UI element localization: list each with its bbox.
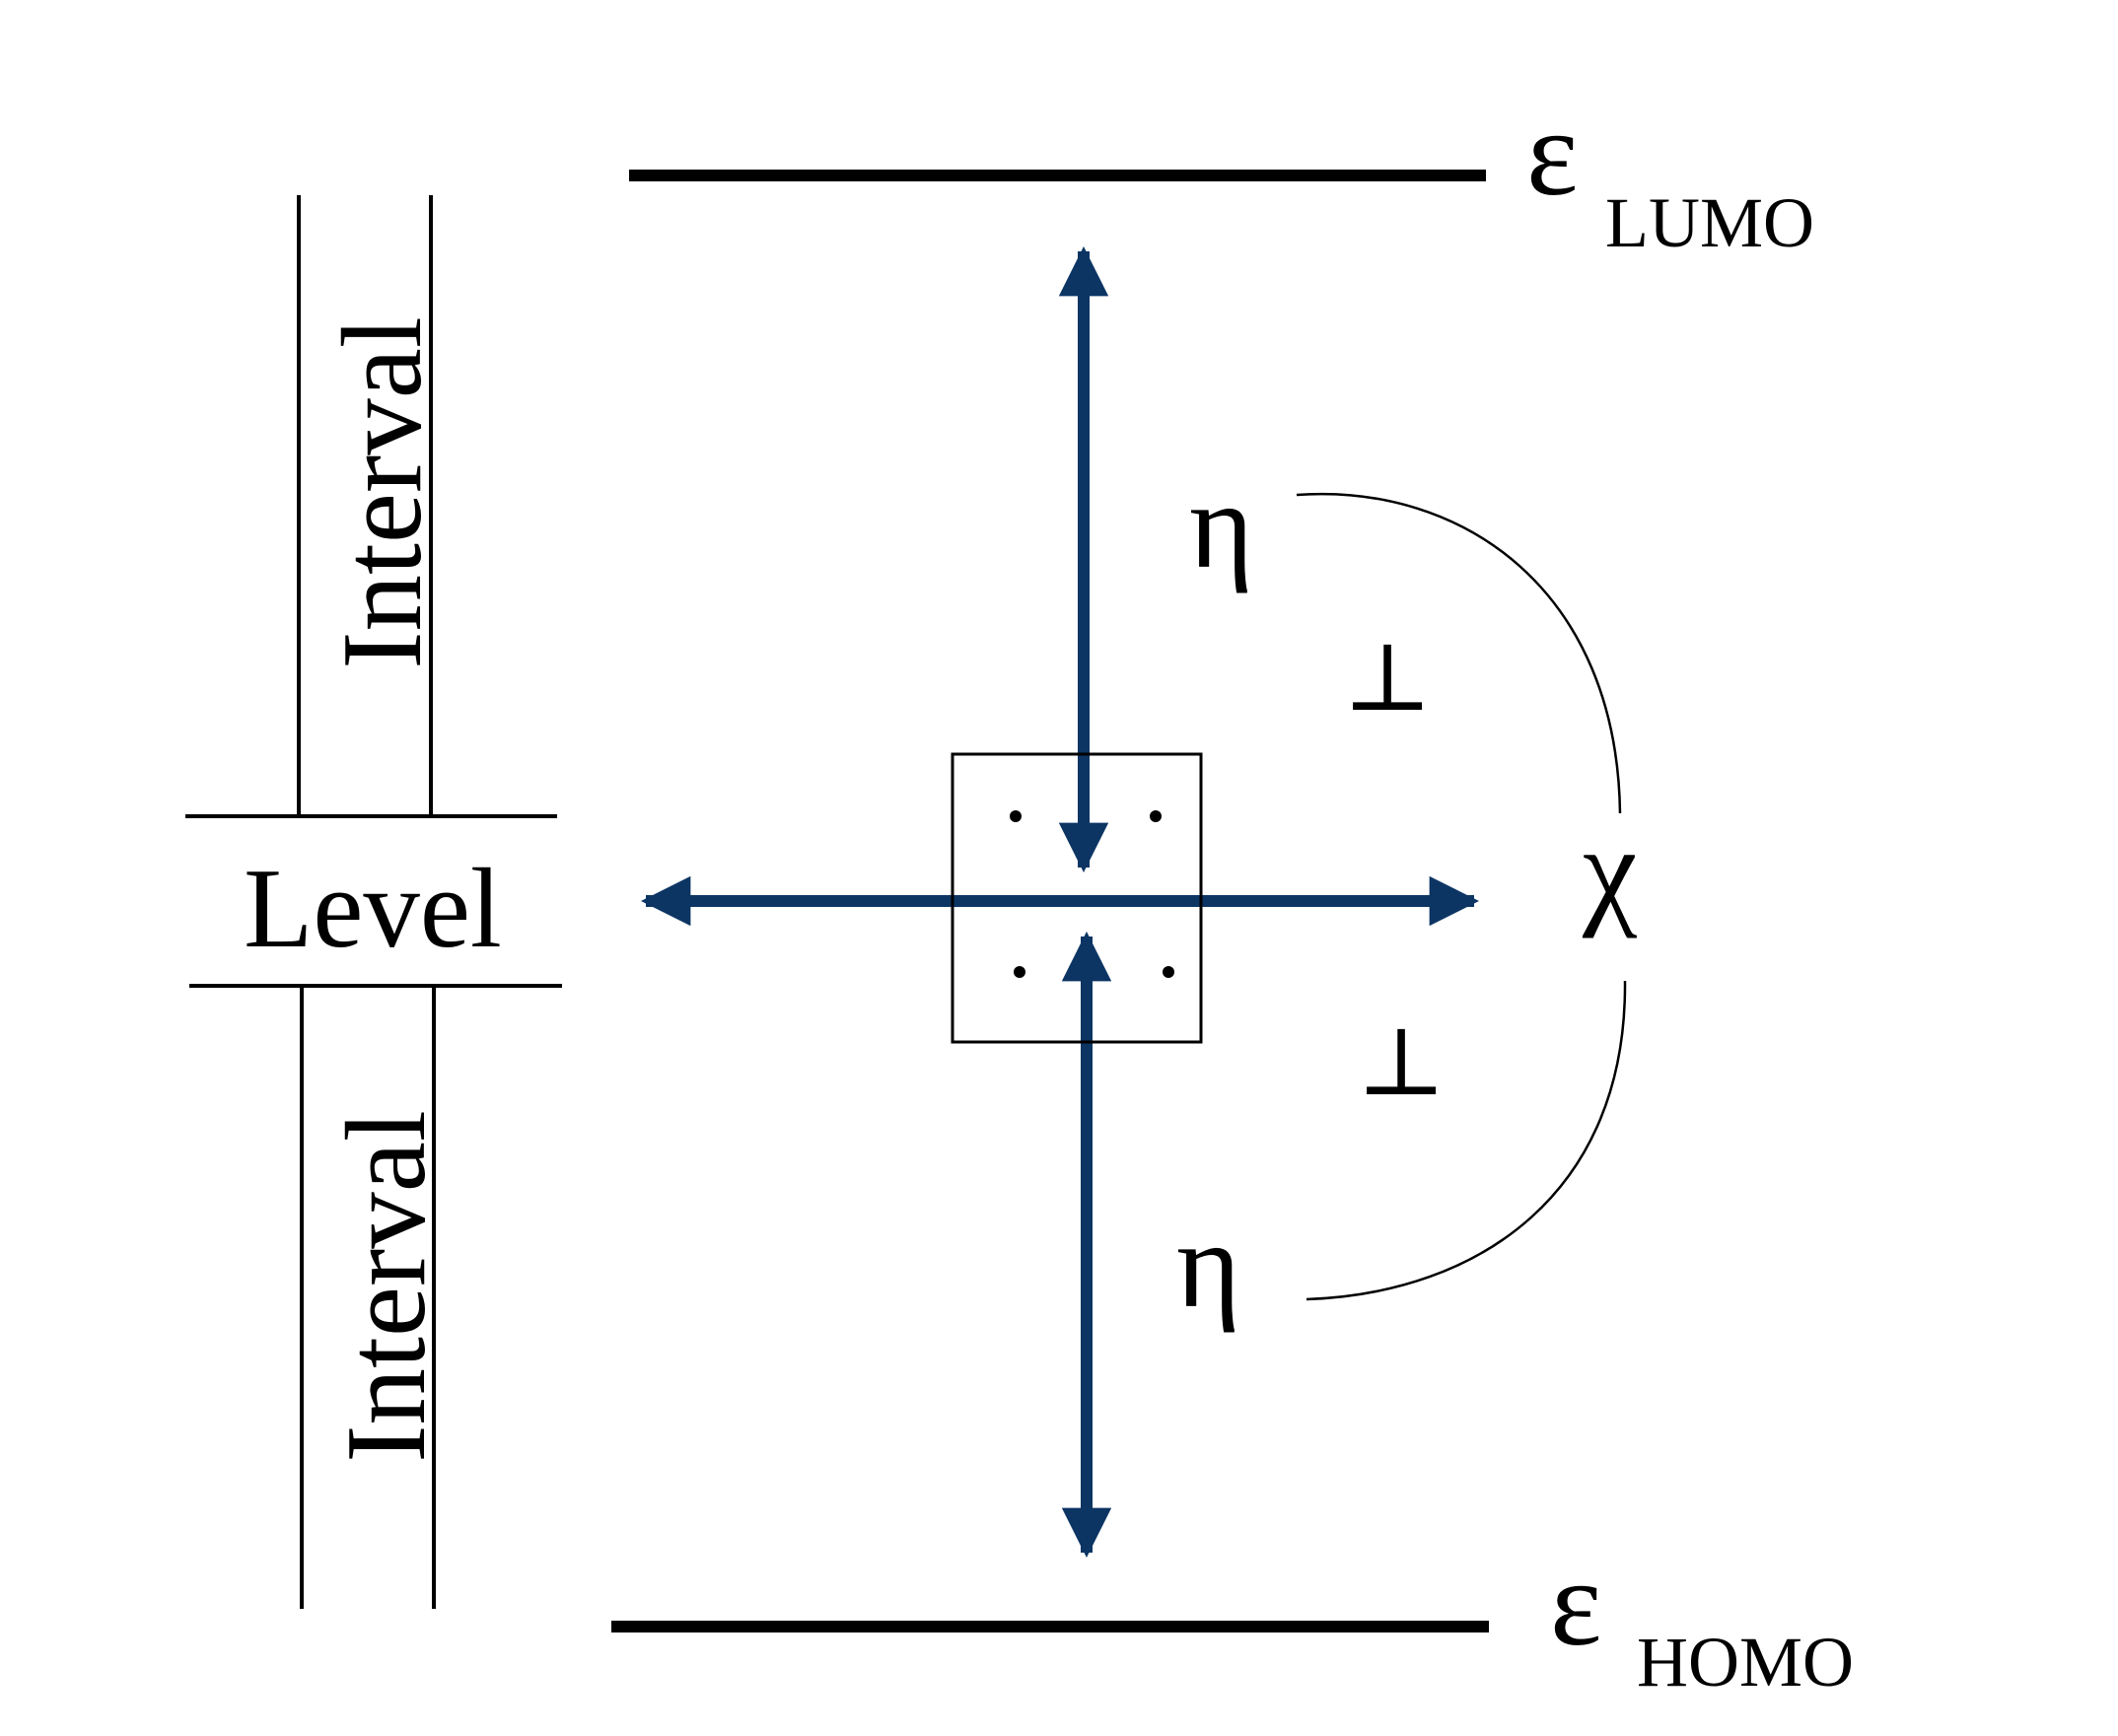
eta-upper-label: η: [1189, 458, 1253, 594]
chi-label: χ: [1582, 803, 1637, 939]
homo-symbol: ε: [1550, 1536, 1602, 1672]
center-dot: [1150, 810, 1162, 822]
center-dot: [1163, 966, 1174, 978]
lower-relation-curve: [1306, 980, 1627, 1301]
interval-upper-label: Interval: [319, 316, 445, 669]
interval-lower-label: Interval: [323, 1110, 449, 1463]
eta-lower-label: η: [1176, 1198, 1240, 1334]
lumo-symbol: ε: [1526, 86, 1579, 222]
center-dot: [1014, 966, 1025, 978]
upper-relation-curve: [1296, 492, 1622, 814]
perp-upper-symbol: ⊥: [1343, 625, 1432, 730]
homo-subscript: HOMO: [1637, 1623, 1854, 1701]
center-dot: [1010, 810, 1022, 822]
center-box: [951, 752, 1203, 1044]
perp-lower-symbol: ⊥: [1357, 1009, 1446, 1115]
lumo-subscript: LUMO: [1605, 183, 1814, 262]
level-label: Level: [244, 846, 502, 971]
